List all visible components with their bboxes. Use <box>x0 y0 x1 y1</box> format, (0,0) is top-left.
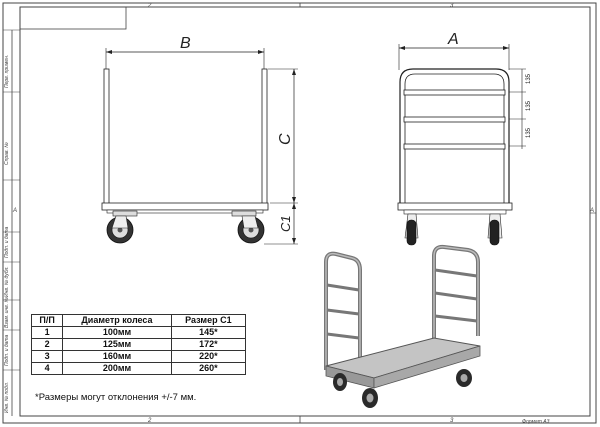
wheel-axle <box>248 227 254 233</box>
top-mark-2: 2 <box>147 3 152 9</box>
table-cell: 4 <box>30 362 64 375</box>
table-cell: 1 <box>30 326 64 339</box>
front-view: B C C1 <box>101 35 298 245</box>
side-label: Перв. примен. <box>4 54 10 88</box>
table-cell: 3 <box>30 350 64 363</box>
iso-deck-side <box>373 345 481 389</box>
wheel-axle <box>117 227 123 233</box>
table-cell: 100мм <box>62 326 172 339</box>
iso-wheel-hub <box>337 378 343 386</box>
table-cell: 172* <box>170 338 247 351</box>
tolerance-note: *Размеры могут отклонения +/-7 мм. <box>35 392 197 403</box>
table-row: 2 125мм 172* <box>30 338 247 351</box>
wheel-spec-table: П/П Диаметр колеса Размер С1 1 100мм 145… <box>30 314 247 375</box>
corner-box <box>19 6 127 30</box>
caster-plate <box>112 210 138 217</box>
side-label: Взам. инв. № <box>4 297 10 328</box>
rail <box>403 116 506 123</box>
right-mark-a: A <box>589 208 594 214</box>
rail <box>403 89 506 96</box>
handle-frame-outer <box>399 68 510 205</box>
arrow <box>258 50 264 54</box>
col-header: Диаметр колеса <box>62 314 172 327</box>
left-upright <box>103 68 110 209</box>
iso-rail <box>326 283 360 292</box>
dim-c-label: C <box>277 133 294 145</box>
iso-wheel-hub <box>460 374 468 382</box>
col-header: П/П <box>30 314 64 327</box>
caster-fork <box>241 215 259 229</box>
isometric-view <box>324 244 481 408</box>
dim-b-label: B <box>180 35 191 52</box>
iso-rail <box>326 308 360 316</box>
format-label: Формат А3 <box>522 419 550 425</box>
table-cell: 2 <box>30 338 64 351</box>
iso-rail <box>326 332 360 340</box>
dim-c1-label: C1 <box>278 215 293 232</box>
caster-plate <box>231 210 257 217</box>
table-row: 3 160мм 220* <box>30 350 247 363</box>
side-label: Инв. № дубл. <box>4 266 10 297</box>
side-view: A 135 135 135 <box>397 31 532 246</box>
arrow <box>399 46 405 50</box>
deck-edge <box>101 202 269 211</box>
arrow <box>106 50 112 54</box>
iso-rail <box>434 314 478 323</box>
iso-rail <box>434 291 478 301</box>
table-header-row: П/П Диаметр колеса Размер С1 <box>30 314 247 327</box>
table-cell: 160мм <box>62 350 172 363</box>
table-cell: 260* <box>170 362 247 375</box>
dim-a-label: A <box>447 31 459 48</box>
dim-135-2: 135 <box>526 100 532 111</box>
iso-rail <box>434 268 478 278</box>
wheel-side <box>406 219 417 246</box>
arrow <box>292 69 296 75</box>
right-upright <box>261 68 268 209</box>
table-row: 4 200мм 260* <box>30 362 247 375</box>
table-cell: 220* <box>170 350 247 363</box>
table-row: 1 100мм 145* <box>30 326 247 339</box>
wheel-side <box>489 219 500 246</box>
deck-underside <box>106 209 264 214</box>
inner-frame <box>19 6 591 417</box>
arrow <box>503 46 509 50</box>
side-deck <box>397 202 513 211</box>
iso-right-handle-hl <box>433 246 479 342</box>
caster-fork <box>111 215 129 229</box>
arrow <box>292 238 296 244</box>
arrow <box>292 197 296 203</box>
table-cell: 125мм <box>62 338 172 351</box>
iso-left-handle-hl <box>325 252 361 370</box>
arrow <box>292 203 296 209</box>
side-label: Справ. № <box>4 142 10 165</box>
dim-135-3: 135 <box>526 127 532 138</box>
side-label: Инв. № подл. <box>4 381 10 413</box>
top-mark-3: 3 <box>450 3 454 9</box>
table-cell: 200мм <box>62 362 172 375</box>
iso-wheel-hub <box>366 393 374 403</box>
side-deck-under <box>403 209 507 215</box>
table-cell: 145* <box>170 326 247 339</box>
rail <box>403 143 506 150</box>
bottom-mark-2: 2 <box>147 418 152 424</box>
dim-135-1: 135 <box>526 73 532 84</box>
col-header: Размер С1 <box>170 314 247 327</box>
side-label: Подп. и дата <box>4 226 10 258</box>
side-label: Подп. и дата <box>4 334 10 366</box>
bottom-mark-3: 3 <box>450 418 454 424</box>
handle-frame-inner <box>404 73 505 205</box>
left-mark-a: A <box>12 208 17 214</box>
